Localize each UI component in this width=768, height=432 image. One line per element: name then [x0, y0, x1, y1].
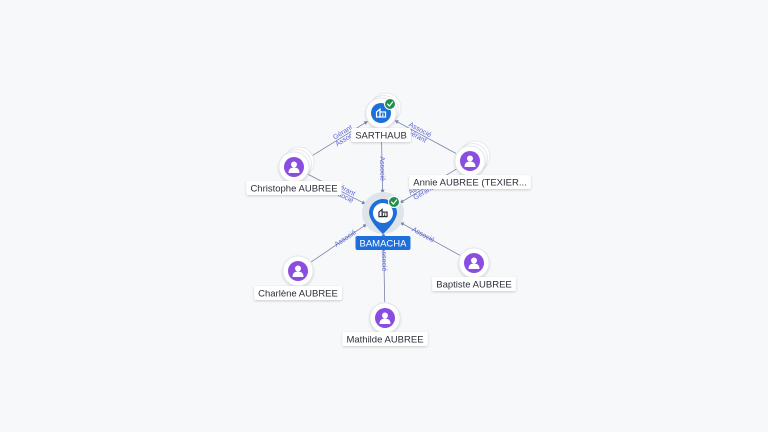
- node-label: Annie AUBREE (TEXIER...: [413, 178, 527, 189]
- verified-check-icon: [388, 196, 400, 208]
- edge-label: Associé: [380, 247, 387, 272]
- nodes-layer: SARTHAUB Christophe AUBREE Annie AUBREE (T…: [246, 92, 531, 346]
- node-sarthaub[interactable]: SARTHAUB: [351, 92, 411, 142]
- building-icon: [378, 208, 388, 218]
- node-mathilde[interactable]: Mathilde AUBREE: [342, 302, 428, 346]
- person-icon: [288, 261, 308, 281]
- node-label-box: Mathilde AUBREE: [342, 332, 428, 346]
- node-label: SARTHAUB: [355, 131, 407, 142]
- node-label: Charlène AUBREE: [258, 289, 338, 300]
- person-icon: [464, 253, 484, 273]
- person-icon: [375, 308, 395, 328]
- node-christophe[interactable]: Christophe AUBREE: [246, 146, 342, 195]
- edge-christophe-sarthaub: [307, 121, 368, 159]
- node-label: Mathilde AUBREE: [346, 335, 423, 346]
- edge-charlene-center: [310, 223, 368, 263]
- edge-label: Associé: [334, 229, 358, 249]
- node-label: Baptiste AUBREE: [436, 280, 512, 291]
- node-baptiste[interactable]: Baptiste AUBREE: [432, 247, 516, 291]
- edge-annie-sarthaub: [394, 120, 457, 154]
- node-label: BAMACHA: [360, 239, 408, 250]
- building-icon: [375, 107, 387, 118]
- node-label-box: Annie AUBREE (TEXIER...: [409, 175, 531, 189]
- edge-label: Associé: [411, 226, 436, 244]
- node-center[interactable]: BAMACHA: [355, 192, 411, 250]
- node-label-box: Christophe AUBREE: [246, 181, 342, 195]
- edge-label: Associé: [378, 156, 385, 181]
- node-label-box: Charlène AUBREE: [254, 286, 342, 300]
- node-label-box: Baptiste AUBREE: [432, 277, 516, 291]
- edge-baptiste-center: [399, 222, 461, 256]
- node-label: Christophe AUBREE: [250, 184, 337, 195]
- person-icon: [284, 157, 304, 177]
- node-annie[interactable]: Annie AUBREE (TEXIER...: [409, 140, 531, 189]
- node-charlene[interactable]: Charlène AUBREE: [254, 255, 342, 300]
- node-label-box: SARTHAUB: [351, 128, 411, 142]
- node-label-box: BAMACHA: [355, 236, 411, 250]
- person-icon: [460, 151, 480, 171]
- verified-check-icon: [384, 98, 396, 110]
